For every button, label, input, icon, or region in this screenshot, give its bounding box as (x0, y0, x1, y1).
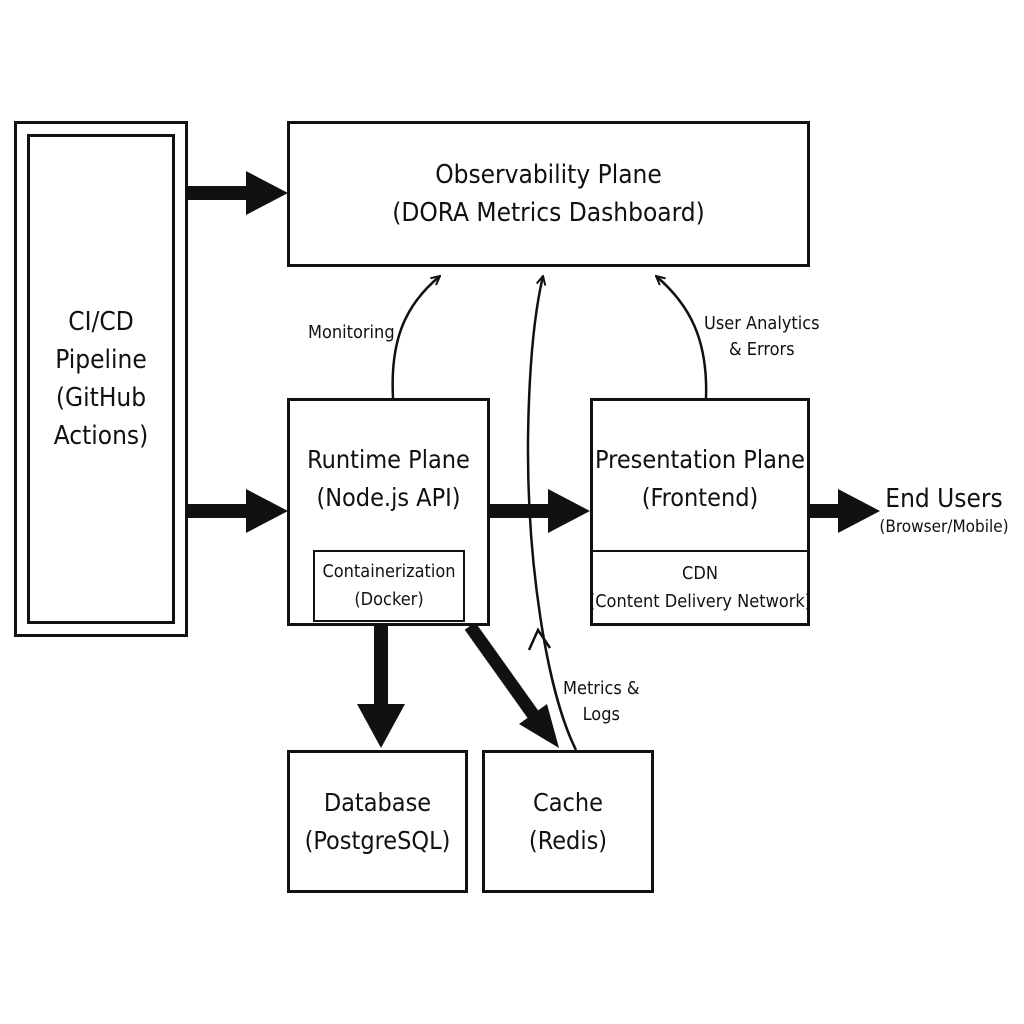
containerization-box: Containerization (Docker) (313, 550, 465, 622)
database-box: Database (PostgreSQL) (287, 750, 468, 893)
presentation-title: Presentation Plane (595, 445, 805, 474)
metrics-logs-line-2: Logs (582, 704, 620, 725)
runtime-title: Runtime Plane (307, 445, 470, 474)
edge-runtime-to-presentation (490, 489, 590, 533)
cicd-line-1: CI/CD (68, 307, 134, 337)
edge-runtime-to-cache (464, 622, 559, 748)
metrics-logs-line-1: Metrics & (563, 678, 640, 699)
metrics-logs-label: Metrics & Logs (563, 676, 640, 728)
metrics-logs-midpoint-arrowhead (527, 627, 552, 651)
monitoring-label-text: Monitoring (308, 322, 395, 343)
cicd-line-3: (GitHub (55, 383, 147, 413)
user-analytics-line-2: & Errors (729, 339, 795, 360)
containerization-title: Containerization (322, 561, 456, 582)
cicd-pipeline-box: CI/CD Pipeline (GitHub Actions) (27, 134, 175, 624)
edge-runtime-to-database (357, 626, 405, 748)
cache-title: Cache (533, 787, 603, 817)
cache-box: Cache (Redis) (482, 750, 654, 893)
user-analytics-line-1: User Analytics (704, 313, 820, 334)
cdn-subtitle: (Content Delivery Network) (588, 591, 812, 612)
end-users-node: End Users (Browser/Mobile) (876, 482, 1012, 538)
cache-subtitle: (Redis) (528, 825, 608, 855)
runtime-subtitle: (Node.js API) (316, 483, 461, 512)
containerization-subtitle: (Docker) (354, 589, 424, 610)
edge-presentation-to-end-users (810, 489, 880, 533)
edge-monitoring-curve (391, 276, 440, 399)
edge-metrics-logs-curve (526, 276, 578, 751)
cicd-line-4: Actions) (53, 421, 149, 451)
end-users-title: End Users (885, 484, 1003, 514)
presentation-subtitle: (Frontend) (641, 483, 759, 512)
observability-title: Observability Plane (435, 160, 662, 190)
cdn-section: CDN (Content Delivery Network) (588, 550, 812, 624)
observability-plane-box: Observability Plane (DORA Metrics Dashbo… (287, 121, 810, 267)
end-users-subtitle: (Browser/Mobile) (879, 517, 1009, 537)
database-subtitle: (PostgreSQL) (304, 825, 451, 855)
edge-cicd-to-runtime (188, 489, 288, 533)
user-analytics-label: User Analytics & Errors (704, 311, 820, 363)
cicd-line-2: Pipeline (55, 345, 147, 375)
cdn-title: CDN (682, 563, 718, 584)
presentation-plane-box: Presentation Plane (Frontend) (590, 398, 810, 626)
edge-cicd-to-observability (188, 171, 288, 215)
observability-subtitle: (DORA Metrics Dashboard) (392, 198, 705, 228)
edge-user-analytics-curve (656, 276, 708, 399)
database-title: Database (323, 787, 432, 817)
monitoring-label: Monitoring (308, 320, 395, 346)
